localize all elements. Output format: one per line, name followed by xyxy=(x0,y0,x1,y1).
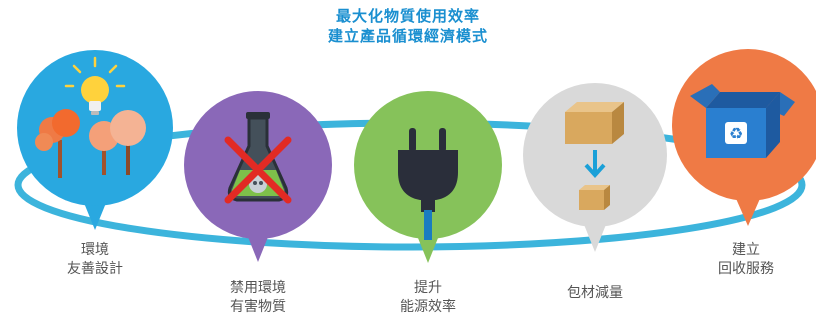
label-banned-substances-line-2: 有害物質 xyxy=(230,299,286,315)
box-reduction-icon xyxy=(565,102,624,210)
svg-text:♻: ♻ xyxy=(729,124,743,143)
title-line-2: 建立產品循環經濟模式 xyxy=(327,27,488,45)
label-recycling-service-line-1: 建立 xyxy=(732,242,760,258)
step-bubble-eco-design xyxy=(17,50,173,230)
label-energy-efficiency-line-2: 能源效率 xyxy=(400,299,456,315)
step-bubble-packaging-reduction xyxy=(523,83,667,252)
title-line-1: 最大化物質使用效率 xyxy=(335,7,480,25)
label-eco-design-line-1: 環境 xyxy=(81,242,109,258)
recycle-box-icon: ♻ xyxy=(690,84,795,158)
banned-chemical-flask-icon xyxy=(224,112,292,204)
step-bubble-banned-substances xyxy=(184,91,332,262)
label-banned-substances: 禁用環境 有害物質 xyxy=(198,279,318,317)
power-plug-icon xyxy=(398,128,458,240)
label-packaging-reduction: 包材減量 xyxy=(535,284,655,303)
step-bubble-energy-efficiency xyxy=(354,91,502,263)
diagram-title: 最大化物質使用效率 建立產品循環經濟模式 xyxy=(0,6,816,46)
label-recycling-service: 建立 回收服務 xyxy=(686,241,806,279)
label-banned-substances-line-1: 禁用環境 xyxy=(230,280,286,296)
label-eco-design-line-2: 友善設計 xyxy=(67,261,123,277)
step-bubble-recycling-service: ♻ xyxy=(672,49,816,226)
label-energy-efficiency: 提升 能源效率 xyxy=(368,279,488,317)
label-packaging-reduction-line-1: 包材減量 xyxy=(567,285,623,301)
label-recycling-service-line-2: 回收服務 xyxy=(718,261,774,277)
bulb-trees-icon xyxy=(35,56,146,178)
label-energy-efficiency-line-1: 提升 xyxy=(414,280,442,296)
label-eco-design: 環境 友善設計 xyxy=(35,241,155,279)
